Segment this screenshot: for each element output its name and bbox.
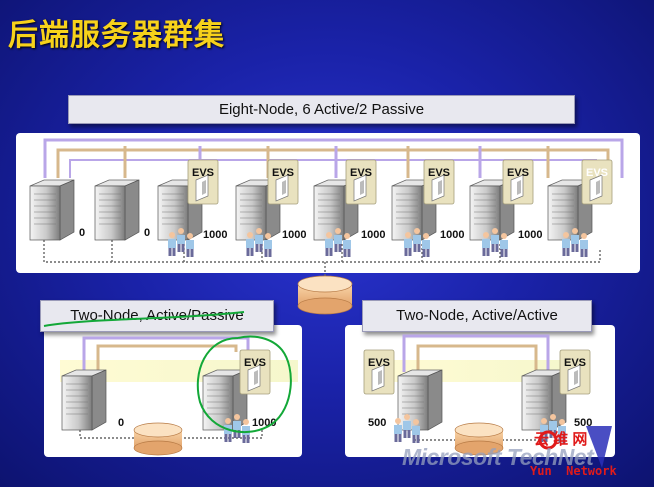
yun-network-cn-watermark: 云 维 网 bbox=[534, 431, 588, 448]
evs-label: EVS bbox=[272, 167, 294, 179]
node-value: 0 bbox=[118, 417, 124, 429]
node-value: 0 bbox=[79, 227, 85, 239]
active-passive-bus bbox=[79, 426, 263, 439]
server-icon bbox=[29, 179, 75, 241]
green-annotation bbox=[43, 311, 292, 433]
evs-label: EVS bbox=[244, 357, 266, 369]
node-value: 1000 bbox=[440, 229, 464, 241]
yun-network-en-watermark: Yun Network bbox=[530, 464, 617, 478]
node-value: 1000 bbox=[596, 229, 620, 241]
node-value: 1000 bbox=[203, 229, 227, 241]
shared-disk-icon bbox=[133, 422, 183, 456]
yun-network-logo-icon bbox=[538, 426, 612, 468]
evs-label: EVS bbox=[350, 167, 372, 179]
top-cluster-banner: Eight-Node, 6 Active/2 Passive bbox=[68, 95, 575, 124]
server-icon bbox=[61, 369, 107, 431]
microsoft-technet-watermark: Microsoft TechNet bbox=[402, 444, 594, 470]
server-icon bbox=[94, 179, 140, 241]
evs-label: EVS bbox=[586, 167, 608, 179]
evs-label: EVS bbox=[428, 167, 450, 179]
slide-title: 后端服务器群集 bbox=[8, 18, 225, 53]
top-cluster-cables bbox=[43, 138, 624, 178]
node-value: 1000 bbox=[518, 229, 542, 241]
node-value: 1000 bbox=[361, 229, 385, 241]
evs-label: EVS bbox=[564, 357, 586, 369]
shared-disk-icon bbox=[297, 275, 353, 315]
top-cluster-label: Eight-Node, 6 Active/2 Passive bbox=[218, 101, 425, 118]
node-value: 1000 bbox=[282, 229, 306, 241]
evs-label: EVS bbox=[507, 167, 529, 179]
shared-disk-icon bbox=[454, 422, 504, 456]
active-active-banner: Two-Node, Active/Active bbox=[362, 300, 592, 332]
node-value: 0 bbox=[144, 227, 150, 239]
active-active-label: Two-Node, Active/Active bbox=[396, 307, 558, 324]
node-value: 500 bbox=[368, 417, 386, 429]
evs-label: EVS bbox=[368, 357, 390, 369]
evs-label: EVS bbox=[192, 167, 214, 179]
